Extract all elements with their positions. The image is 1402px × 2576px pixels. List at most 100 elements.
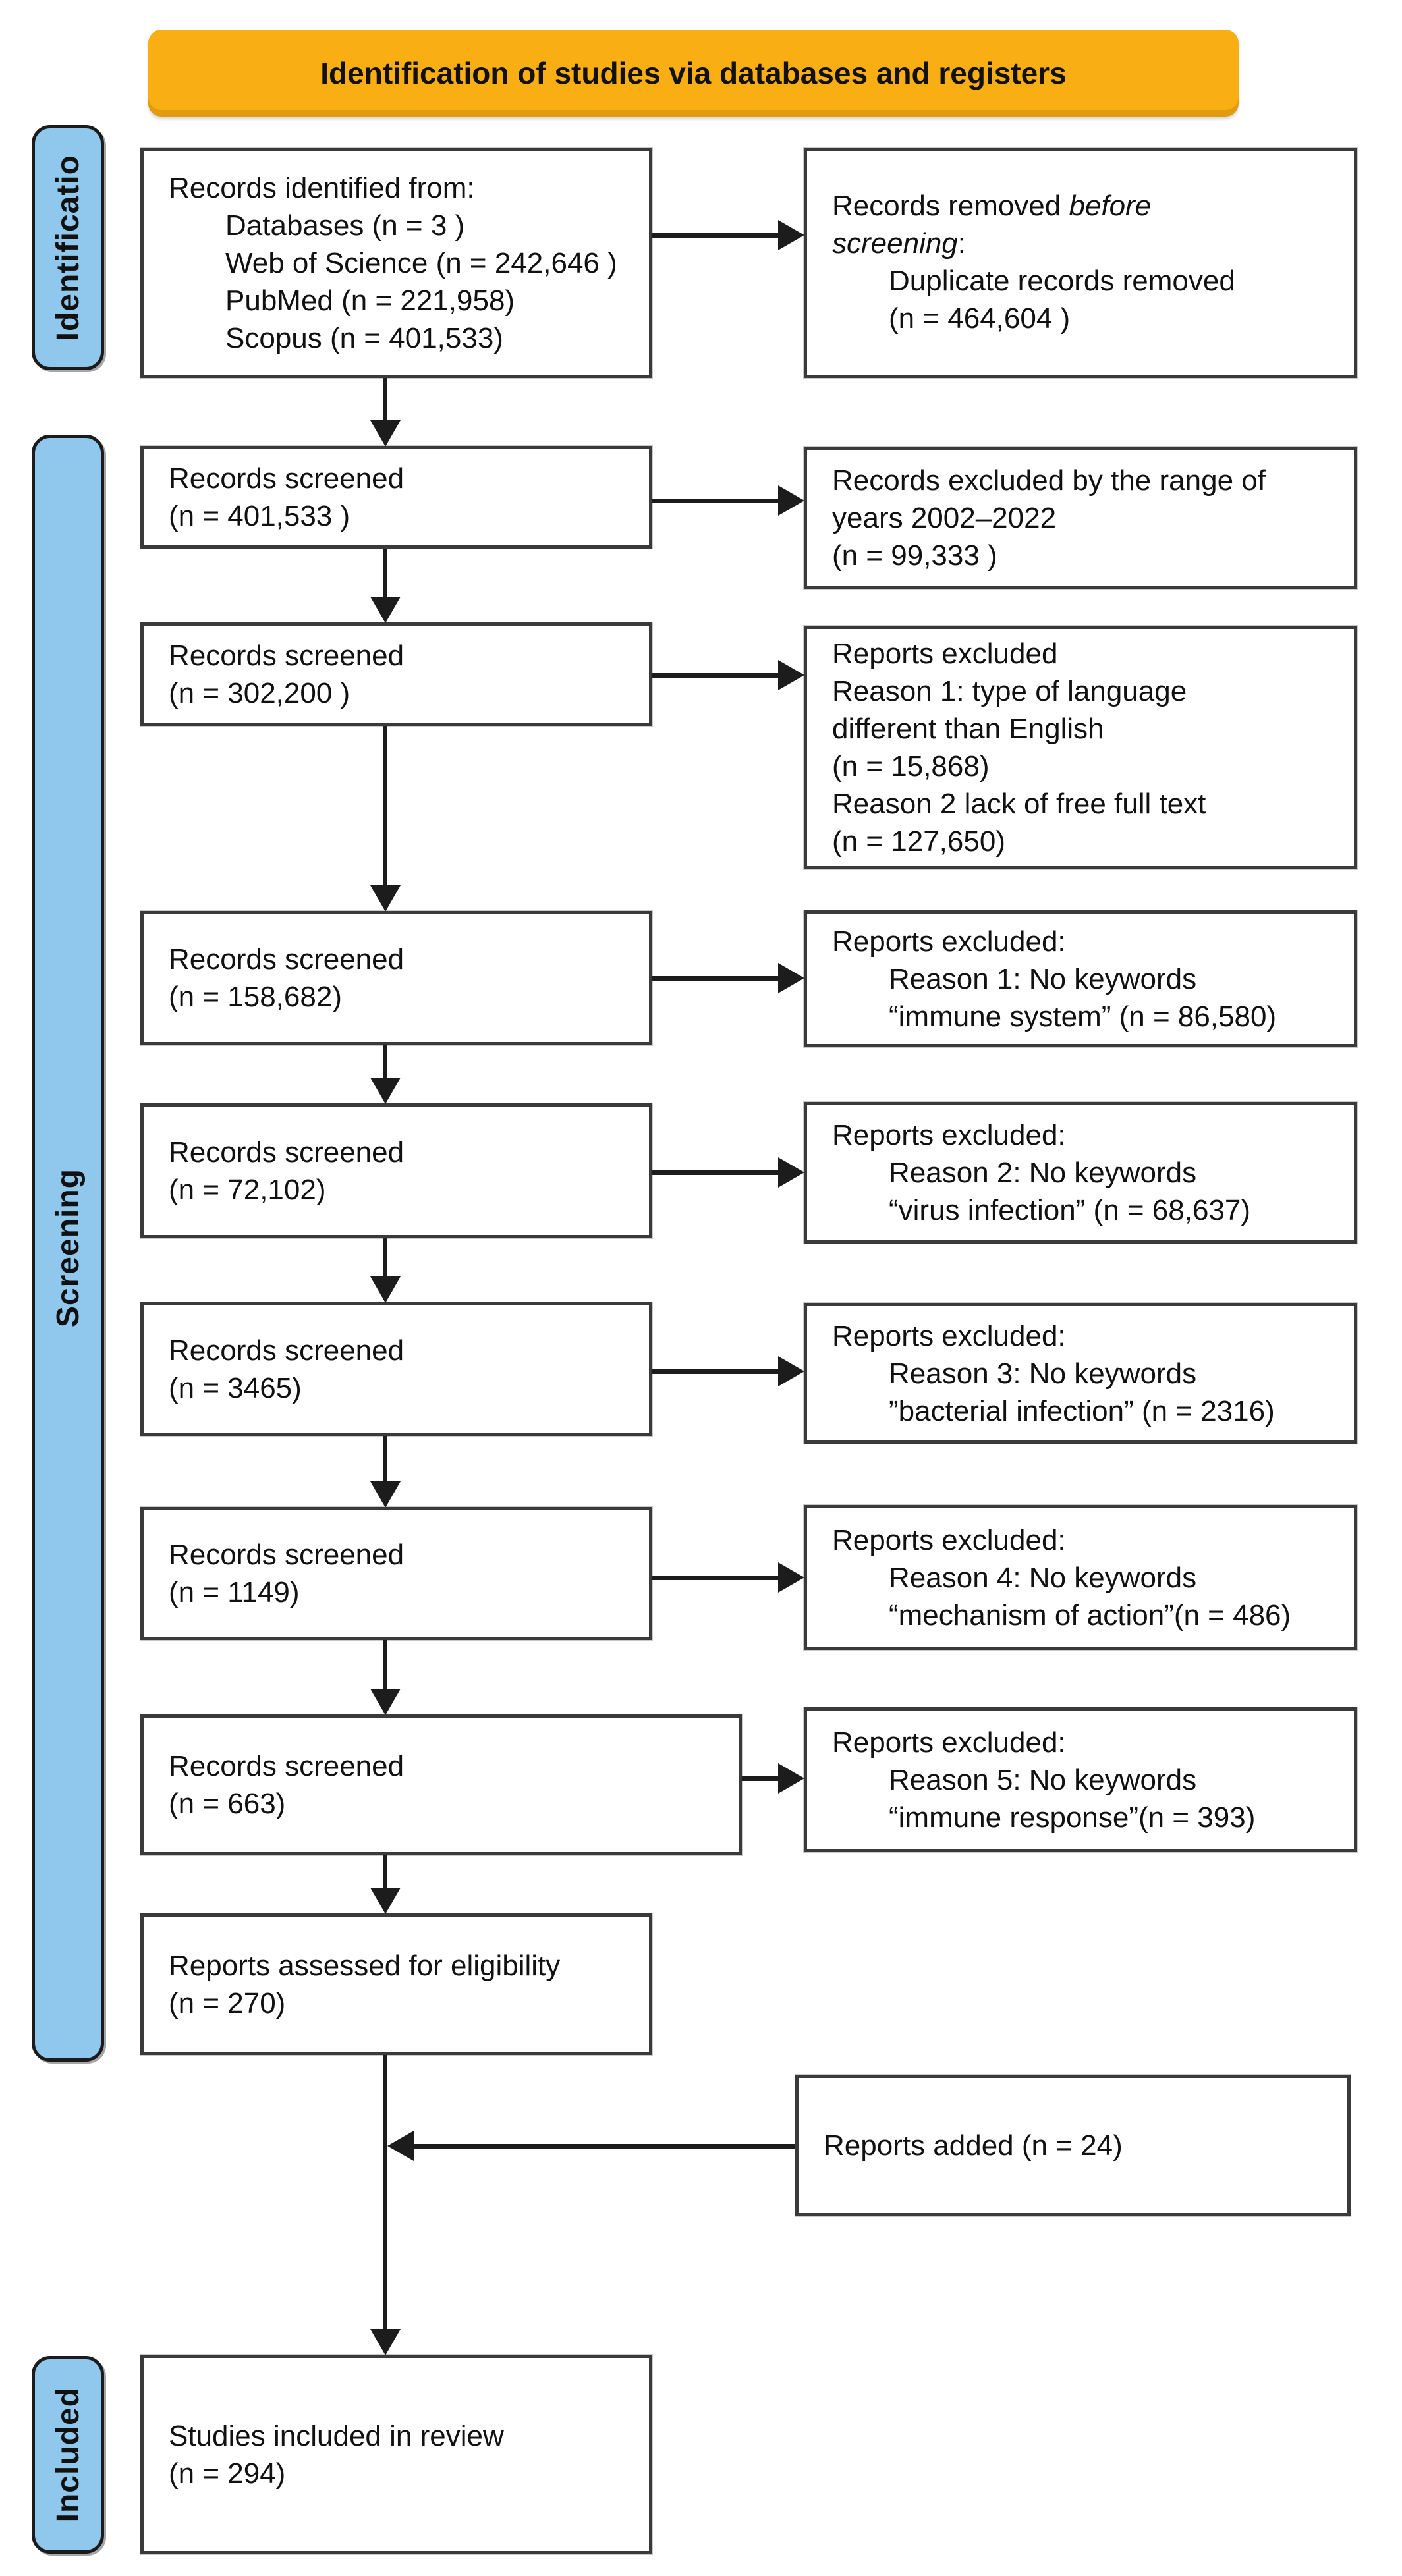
flow-line-down-4 xyxy=(383,1045,387,1081)
flow-line-right-6 xyxy=(652,1369,781,1374)
arrow-down-8-icon xyxy=(370,1888,401,1914)
box-text-line: Records screened xyxy=(169,943,405,975)
flow-line-down-6 xyxy=(383,1436,387,1485)
flow-line-right-5 xyxy=(652,1170,781,1175)
stage-identification-label: Identificatio xyxy=(50,154,86,341)
arrow-right-3-icon xyxy=(778,660,804,690)
arrow-right-2-icon xyxy=(778,485,804,516)
box-text-line: (n = 270) xyxy=(169,1987,286,2019)
flow-line-down-8 xyxy=(383,1855,387,1892)
box-text-line: (n = 15,868) xyxy=(832,750,990,782)
box-text-line: Reason 3: No keywords xyxy=(889,1357,1197,1390)
box-text-line: Records screened xyxy=(169,640,405,672)
box-excluded-immune-response: Reports excluded: Reason 5: No keywords “i… xyxy=(804,1707,1357,1852)
flow-line-right-1 xyxy=(652,233,781,238)
box-text-line: different than English xyxy=(832,713,1104,745)
flow-line-right-4 xyxy=(652,976,781,981)
box-text-line: (n = 663) xyxy=(169,1788,286,1820)
box-records-screened-663: Records screened (n = 663) xyxy=(140,1714,742,1855)
flow-line-down-3 xyxy=(383,726,387,888)
box-text-line: (n = 401,533 ) xyxy=(169,500,350,532)
arrow-down-5-icon xyxy=(370,1276,401,1303)
box-text-line: (n = 72,102) xyxy=(169,1173,326,1206)
box-text-line: screening: xyxy=(832,227,967,260)
flow-line-right-3 xyxy=(652,673,781,678)
box-text-line: ”bacterial infection” (n = 2316) xyxy=(889,1394,1275,1427)
arrow-right-8-icon xyxy=(778,1763,804,1794)
flow-line-down-1 xyxy=(383,378,387,423)
box-text-line: Reason 2 lack of free full text xyxy=(832,788,1206,820)
box-excluded-year-range: Records excluded by the range of years 20… xyxy=(804,447,1357,589)
box-records-identified: Records identified from: Databases (n = 3… xyxy=(140,148,652,378)
flow-line-right-2 xyxy=(652,499,781,503)
box-text-line: Reason 5: No keywords xyxy=(889,1763,1197,1796)
box-text-line: Records screened xyxy=(169,1750,405,1782)
arrow-right-4-icon xyxy=(778,963,804,993)
box-text-line: Records screened xyxy=(169,462,405,495)
box-text-line: Reports excluded: xyxy=(832,1726,1066,1759)
arrow-left-merge-icon xyxy=(387,2131,414,2161)
box-text-line: years 2002–2022 xyxy=(832,502,1057,534)
box-excluded-immune-system: Reports excluded:Reason 1: No keywords“i… xyxy=(804,910,1357,1047)
arrow-right-5-icon xyxy=(778,1157,804,1188)
box-records-screened-1149: Records screened (n = 1149) xyxy=(140,1507,652,1640)
box-records-screened-3465: Records screened(n = 3465) xyxy=(140,1302,652,1436)
arrow-right-1-icon xyxy=(778,220,804,250)
arrow-right-6-icon xyxy=(778,1356,804,1386)
flow-line-down-7 xyxy=(383,1640,387,1692)
diagram-title: Identification of studies via databases … xyxy=(320,56,1067,90)
box-studies-included: Studies included in review(n = 294) xyxy=(140,2355,652,2554)
arrow-down-6-icon xyxy=(370,1481,401,1508)
box-excluded-virus-infection: Reports excluded: Reason 2: No keywords “v… xyxy=(804,1102,1357,1244)
arrow-down-4-icon xyxy=(370,1078,401,1104)
box-reports-added: Reports added (n = 24) xyxy=(795,2075,1351,2216)
box-text-line: PubMed (n = 221,958) xyxy=(225,284,515,317)
flow-line-left-merge xyxy=(410,2144,795,2149)
box-text-line: Web of Science (n = 242,646 ) xyxy=(225,246,617,279)
box-text-line: “immune response”(n = 393) xyxy=(889,1801,1256,1834)
box-text-line: Databases (n = 3 ) xyxy=(225,209,465,242)
box-records-screened-158682: Records screened(n = 158,682) xyxy=(140,911,652,1045)
box-text-line: Reports assessed for eligibility xyxy=(169,1949,561,1982)
box-text-line: Reason 2: No keywords xyxy=(889,1157,1197,1189)
box-text-line: “virus infection” (n = 68,637) xyxy=(889,1194,1251,1226)
box-reports-assessed: Reports assessed for eligibility (n = 270… xyxy=(140,1913,652,2055)
arrow-down-2-icon xyxy=(370,597,401,623)
box-text-line: Reports excluded: xyxy=(832,1119,1066,1151)
box-text-line: “mechanism of action”(n = 486) xyxy=(889,1599,1291,1631)
box-text-line: Records excluded by the range of xyxy=(832,464,1266,497)
box-text-line: Records screened xyxy=(169,1136,405,1168)
box-text-line: (n = 302,200 ) xyxy=(169,677,350,709)
box-text-line: Scopus (n = 401,533) xyxy=(225,321,503,354)
box-excluded-bacterial-infection: Reports excluded: Reason 3: No keywords ”b… xyxy=(804,1303,1357,1444)
box-records-screened-72102: Records screened (n = 72,102) xyxy=(140,1103,652,1238)
flow-line-down-5 xyxy=(383,1238,387,1279)
box-text-line: Records screened xyxy=(169,1539,405,1571)
stage-screening: Screening xyxy=(32,435,104,2062)
arrow-down-1-icon xyxy=(370,420,401,447)
arrow-right-7-icon xyxy=(778,1562,804,1593)
box-text-line: (n = 1149) xyxy=(169,1576,300,1608)
box-text-line: (n = 127,650) xyxy=(832,825,1005,858)
box-text-line: Reports excluded: xyxy=(832,925,1066,958)
box-text-line: (n = 99,333 ) xyxy=(832,539,997,572)
box-excluded-mechanism-of-action: Reports excluded: Reason 4: No keywords “m… xyxy=(804,1505,1357,1650)
arrow-down-7-icon xyxy=(370,1689,401,1715)
box-text-line: Reports excluded: xyxy=(832,1319,1066,1352)
stage-included: Included xyxy=(32,2356,104,2554)
box-text-line: Reason 1: No keywords xyxy=(889,962,1197,995)
box-text-line: Reason 1: type of language xyxy=(832,675,1187,707)
box-text-line: (n = 464,604 ) xyxy=(889,302,1071,335)
arrow-down-3-icon xyxy=(370,885,401,912)
box-text-line: Records removed before xyxy=(832,190,1152,222)
box-text-line: Records identified from: xyxy=(169,171,475,204)
box-records-screened-401533: Records screened (n = 401,533 ) xyxy=(140,446,652,549)
box-text-line: Reason 4: No keywords xyxy=(889,1561,1197,1594)
box-text-line: Reports excluded xyxy=(832,638,1058,670)
box-text-line: (n = 294) xyxy=(169,2457,286,2490)
diagram-header: Identification of studies via databases … xyxy=(148,30,1239,117)
box-text-line: Reports excluded: xyxy=(832,1523,1066,1556)
stage-included-label: Included xyxy=(50,2387,86,2523)
